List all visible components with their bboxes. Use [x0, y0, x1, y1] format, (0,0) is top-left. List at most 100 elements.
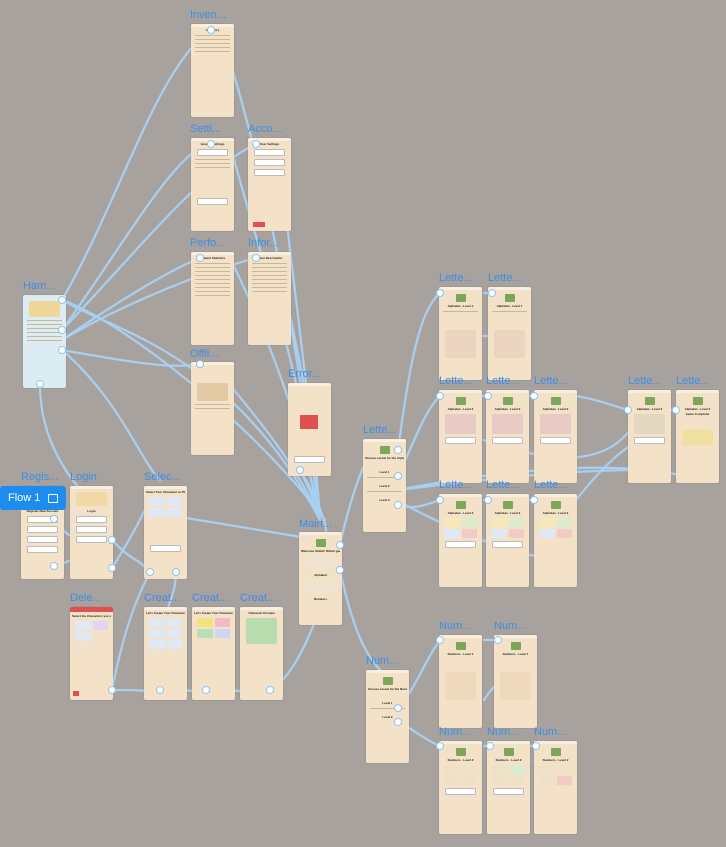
- frame-performance[interactable]: Student Statistics: [191, 252, 234, 345]
- frame-label-inventory[interactable]: Inven...: [190, 9, 227, 21]
- connector-handle[interactable]: [394, 704, 402, 712]
- frame-settings[interactable]: General Settings: [191, 138, 234, 231]
- frame-label-numbers1b[interactable]: Num...: [494, 620, 527, 632]
- frame-main-menu[interactable]: Welcome Shiloh! Which game would you lik…: [299, 532, 342, 625]
- connector-handle[interactable]: [196, 360, 204, 368]
- connector-handle[interactable]: [58, 346, 66, 354]
- frame-numbers-level1-b[interactable]: Numbers - Level 1: [494, 635, 537, 728]
- frame-label-main[interactable]: Main...: [299, 518, 333, 530]
- connector-handle[interactable]: [436, 289, 444, 297]
- connector-handle[interactable]: [624, 406, 632, 414]
- frame-numbers-level2-a[interactable]: Numbers - Level 2: [439, 741, 482, 834]
- connector-handle[interactable]: [394, 472, 402, 480]
- frame-label-letters-menu[interactable]: Lette...: [363, 424, 397, 436]
- frame-label-letters2d[interactable]: Lette...: [628, 375, 662, 387]
- connector-handle[interactable]: [484, 496, 492, 504]
- frame-label-account[interactable]: Acco...: [248, 123, 282, 135]
- connector-handle[interactable]: [202, 686, 210, 694]
- frame-label-numbers-menu[interactable]: Num...: [366, 655, 399, 667]
- connector-handle[interactable]: [252, 254, 260, 262]
- connector-handle[interactable]: [50, 562, 58, 570]
- connector-handle[interactable]: [296, 466, 304, 474]
- connector-handle[interactable]: [207, 140, 215, 148]
- numbers-level-2[interactable]: Level 2: [382, 715, 393, 719]
- connector-handle[interactable]: [108, 536, 116, 544]
- main-option-numbers[interactable]: Numbers: [313, 597, 327, 601]
- frame-select-character[interactable]: Select Your Character to Play: [144, 486, 187, 579]
- connector-handle[interactable]: [484, 392, 492, 400]
- frame-label-numbers2b[interactable]: Num...: [487, 726, 520, 738]
- connector-handle[interactable]: [530, 496, 538, 504]
- connector-handle[interactable]: [108, 686, 116, 694]
- frame-create-character-1[interactable]: Let's Create Your Character!: [144, 607, 187, 700]
- frame-login[interactable]: Login: [70, 486, 113, 579]
- flow-start-tag[interactable]: Flow 1: [0, 486, 67, 510]
- frame-label-performance[interactable]: Perfo...: [190, 237, 226, 249]
- frame-label-settings[interactable]: Setti...: [190, 123, 222, 135]
- frame-label-letters2c[interactable]: Lette...: [534, 375, 568, 387]
- frame-offline[interactable]: [191, 362, 234, 455]
- connector-handle[interactable]: [486, 742, 494, 750]
- frame-letters-level2-d[interactable]: Alphabet - Level 2: [628, 390, 671, 483]
- letters-level-3[interactable]: Level 3: [379, 498, 390, 502]
- frame-label-letters1a[interactable]: Lette...: [439, 272, 473, 284]
- letters-level-2[interactable]: Level 2: [379, 484, 390, 488]
- frame-account[interactable]: User Settings: [248, 138, 291, 231]
- frame-letters-level2-complete[interactable]: Alphabet - Level 2 Game Complete!: [676, 390, 719, 483]
- connector-handle[interactable]: [146, 568, 154, 576]
- frame-create-character-2[interactable]: Let's Create Your Character!: [192, 607, 235, 700]
- frame-label-select[interactable]: Selec...: [144, 471, 181, 483]
- frame-letters-level2-b[interactable]: Alphabet - Level 2: [486, 390, 529, 483]
- connector-handle[interactable]: [252, 140, 260, 148]
- frame-label-letters2e[interactable]: Lette...: [676, 375, 710, 387]
- frame-label-letters2b[interactable]: Lette...: [486, 375, 520, 387]
- connector-handle[interactable]: [196, 254, 204, 262]
- frame-label-numbers2a[interactable]: Num...: [439, 726, 472, 738]
- frame-label-numbers1a[interactable]: Num...: [439, 620, 472, 632]
- frame-label-information[interactable]: Infor...: [248, 237, 279, 249]
- connector-handle[interactable]: [532, 742, 540, 750]
- connector-handle[interactable]: [207, 26, 215, 34]
- connector-handle[interactable]: [336, 566, 344, 574]
- frame-create-character-3[interactable]: Character Preview: [240, 607, 283, 700]
- connector-handle[interactable]: [530, 392, 538, 400]
- frame-label-letters1b[interactable]: Lette...: [488, 272, 522, 284]
- letters-level-1[interactable]: Level 1: [379, 470, 390, 474]
- connector-handle[interactable]: [436, 636, 444, 644]
- connector-handle[interactable]: [394, 446, 402, 454]
- connector-handle[interactable]: [394, 501, 402, 509]
- frame-letters-level3-b[interactable]: Alphabet - Level 3: [486, 494, 529, 587]
- frame-label-error[interactable]: Error...: [288, 368, 322, 380]
- frame-label-login[interactable]: Login: [70, 471, 97, 483]
- connector-handle[interactable]: [494, 636, 502, 644]
- connector-handle[interactable]: [436, 392, 444, 400]
- frame-label-create-2[interactable]: Creat...: [192, 592, 229, 604]
- connector-handle[interactable]: [266, 686, 274, 694]
- frame-numbers-menu[interactable]: Choose a level for the Numbers Activity …: [366, 670, 409, 763]
- frame-letters-level2-c[interactable]: Alphabet - Level 2: [534, 390, 577, 483]
- play-frame-icon[interactable]: [48, 493, 59, 503]
- connector-handle[interactable]: [436, 496, 444, 504]
- frame-letters-level3-a[interactable]: Alphabet - Level 3: [439, 494, 482, 587]
- connector-handle[interactable]: [394, 718, 402, 726]
- frame-label-letters3a[interactable]: Lette...: [439, 479, 473, 491]
- main-option-alphabet[interactable]: Alphabet: [314, 573, 327, 577]
- connector-handle[interactable]: [672, 406, 680, 414]
- frame-label-create-1[interactable]: Creat...: [144, 592, 181, 604]
- connector-handle[interactable]: [172, 568, 180, 576]
- frame-letters-level2-a[interactable]: Alphabet - Level 2: [439, 390, 482, 483]
- frame-hamburger-menu[interactable]: [23, 295, 66, 388]
- connector-handle[interactable]: [436, 742, 444, 750]
- connector-handle[interactable]: [36, 380, 44, 388]
- frame-letters-menu[interactable]: Choose a level for the Alphabet Activity…: [363, 439, 406, 532]
- frame-label-numbers2c[interactable]: Num...: [534, 726, 567, 738]
- numbers-level-1[interactable]: Level 1: [382, 701, 393, 705]
- connector-handle[interactable]: [58, 326, 66, 334]
- connector-handle[interactable]: [488, 289, 496, 297]
- frame-label-delete[interactable]: Dele...: [70, 592, 102, 604]
- connector-handle[interactable]: [156, 686, 164, 694]
- connector-handle[interactable]: [108, 564, 116, 572]
- frame-label-letters3c[interactable]: Lette...: [534, 479, 568, 491]
- frame-inventory[interactable]: Inventory: [191, 24, 234, 117]
- frame-error[interactable]: [288, 383, 331, 476]
